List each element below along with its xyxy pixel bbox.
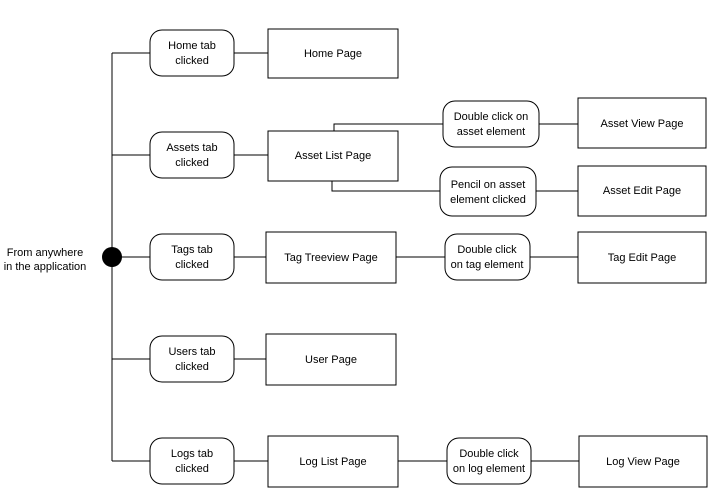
event-label-line-2: clicked [175,259,209,271]
page-shape [265,333,397,386]
event-logs-tab-clicked: Logs tab clicked [149,437,235,485]
page-shape [265,231,397,284]
page-label: Home Page [304,48,362,60]
event-label-line-2: on log element [453,463,525,475]
event-shape [149,29,235,77]
event-double-click-asset-element: Double click on asset element [442,100,540,148]
page-shape [577,97,707,149]
page-tag-treeview: Tag Treeview Page [265,231,397,284]
start-label-line-1: From anywhere [7,247,83,259]
event-assets-tab-clicked: Assets tab clicked [149,131,235,179]
event-label-line-1: Tags tab [171,244,213,256]
event-label-line-1: Home tab [168,40,216,52]
event-shape [439,166,537,217]
page-home: Home Page [267,28,399,79]
event-shape [149,335,235,383]
page-label: Tag Edit Page [608,252,677,264]
event-label-line-1: Double click on [454,111,529,123]
event-pencil-on-asset-element: Pencil on asset element clicked [439,166,537,217]
page-log-list: Log List Page [267,435,399,488]
event-shape [149,437,235,485]
start-dot [102,247,122,267]
event-double-click-log-element: Double click on log element [446,437,532,485]
page-shape [577,165,707,217]
event-shape [149,131,235,179]
event-label-line-2: on tag element [451,259,524,271]
page-shape [578,435,708,488]
start-node: From anywhere in the application [4,247,122,273]
page-asset-list: Asset List Page [267,130,399,182]
page-asset-view: Asset View Page [577,97,707,149]
event-label-line-2: clicked [175,55,209,67]
event-shape [442,100,540,148]
page-log-view: Log View Page [578,435,708,488]
page-shape [267,435,399,488]
page-label: Log List Page [299,456,366,468]
event-users-tab-clicked: Users tab clicked [149,335,235,383]
event-label-line-2: clicked [175,157,209,169]
event-label-line-2: clicked [175,463,209,475]
page-tag-edit: Tag Edit Page [577,231,707,284]
page-shape [267,130,399,182]
edge-asset-list-to-pencil-asset [331,181,440,192]
event-tags-tab-clicked: Tags tab clicked [149,233,235,281]
event-label-line-1: Assets tab [166,142,217,154]
event-shape [444,233,531,281]
page-label: Asset List Page [295,150,371,162]
page-asset-edit: Asset Edit Page [577,165,707,217]
event-label-line-1: Users tab [168,346,215,358]
page-label: User Page [305,354,357,366]
event-label-line-1: Logs tab [171,448,213,460]
page-label: Asset View Page [601,118,684,130]
event-label-line-2: element clicked [450,194,526,206]
event-label-line-1: Double click [457,244,517,256]
event-double-click-tag-element: Double click on tag element [444,233,531,281]
page-label: Log View Page [606,456,680,468]
page-shape [267,28,399,79]
start-label-line-2: in the application [4,261,87,273]
event-label-line-2: clicked [175,361,209,373]
event-label-line-1: Pencil on asset [451,179,526,191]
event-home-tab-clicked: Home tab clicked [149,29,235,77]
event-shape [446,437,532,485]
page-shape [577,231,707,284]
edge-asset-list-to-double-click-asset [333,123,443,131]
event-label-line-1: Double click [459,448,519,460]
page-label: Tag Treeview Page [284,252,378,264]
page-label: Asset Edit Page [603,185,681,197]
page-user: User Page [265,333,397,386]
event-label-line-2: asset element [457,126,525,138]
event-shape [149,233,235,281]
